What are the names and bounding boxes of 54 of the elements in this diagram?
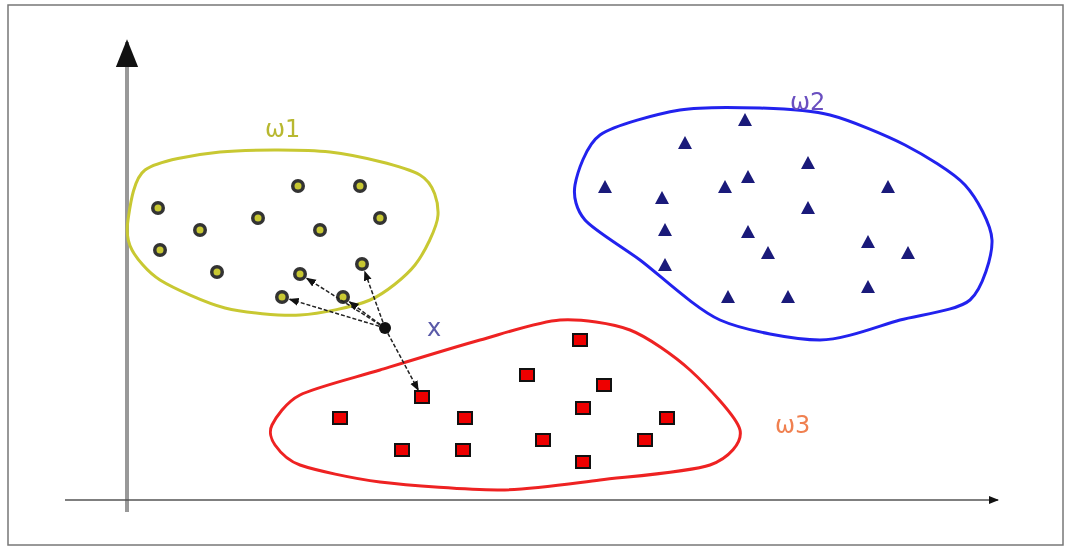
circle-point (354, 256, 370, 272)
circle-point (335, 289, 351, 305)
point-label: x (427, 315, 442, 341)
square-point (535, 433, 551, 447)
square-point (455, 443, 471, 457)
cluster-label: ω2 (790, 89, 826, 115)
cluster-label: ω3 (775, 412, 811, 438)
triangle-point (760, 246, 776, 260)
circle-point (292, 266, 308, 282)
circle-point (150, 200, 166, 216)
dashed-arrow (363, 270, 384, 324)
square-point (519, 368, 535, 382)
square-point (637, 433, 653, 447)
cluster-label: ω1 (265, 116, 301, 142)
square-point (575, 401, 591, 415)
circle-point (250, 210, 266, 226)
circle-point (274, 289, 290, 305)
square-point (457, 411, 473, 425)
square-point (394, 443, 410, 457)
triangle-point (900, 246, 916, 260)
circle-point (152, 242, 168, 258)
triangle-point (717, 180, 733, 194)
triangle-point (860, 235, 876, 249)
circle-point (352, 178, 368, 194)
square-point (659, 411, 675, 425)
triangle-point (597, 180, 613, 194)
dashed-arrow (348, 301, 381, 326)
triangle-point (720, 290, 736, 304)
square-point (596, 378, 612, 392)
circle-point (192, 222, 208, 238)
triangle-point (657, 258, 673, 272)
triangle-point (860, 280, 876, 294)
square-point (332, 411, 348, 425)
triangle-point (740, 170, 756, 184)
circle-point (372, 210, 388, 226)
circle-point (312, 222, 328, 238)
query-point (379, 322, 391, 334)
circle-point (290, 178, 306, 194)
triangle-point (657, 223, 673, 237)
triangle-point (740, 225, 756, 239)
dashed-arrow (387, 332, 419, 391)
dashed-arrow (288, 298, 380, 327)
triangle-point (800, 156, 816, 170)
square-point (414, 390, 430, 404)
square-point (575, 455, 591, 469)
dashed-arrow (305, 277, 381, 326)
triangle-point (880, 180, 896, 194)
triangle-point (677, 136, 693, 150)
triangle-point (780, 290, 796, 304)
circle-point (209, 264, 225, 280)
triangle-point (654, 191, 670, 205)
triangle-point (737, 113, 753, 127)
triangle-point (800, 201, 816, 215)
square-point (572, 333, 588, 347)
